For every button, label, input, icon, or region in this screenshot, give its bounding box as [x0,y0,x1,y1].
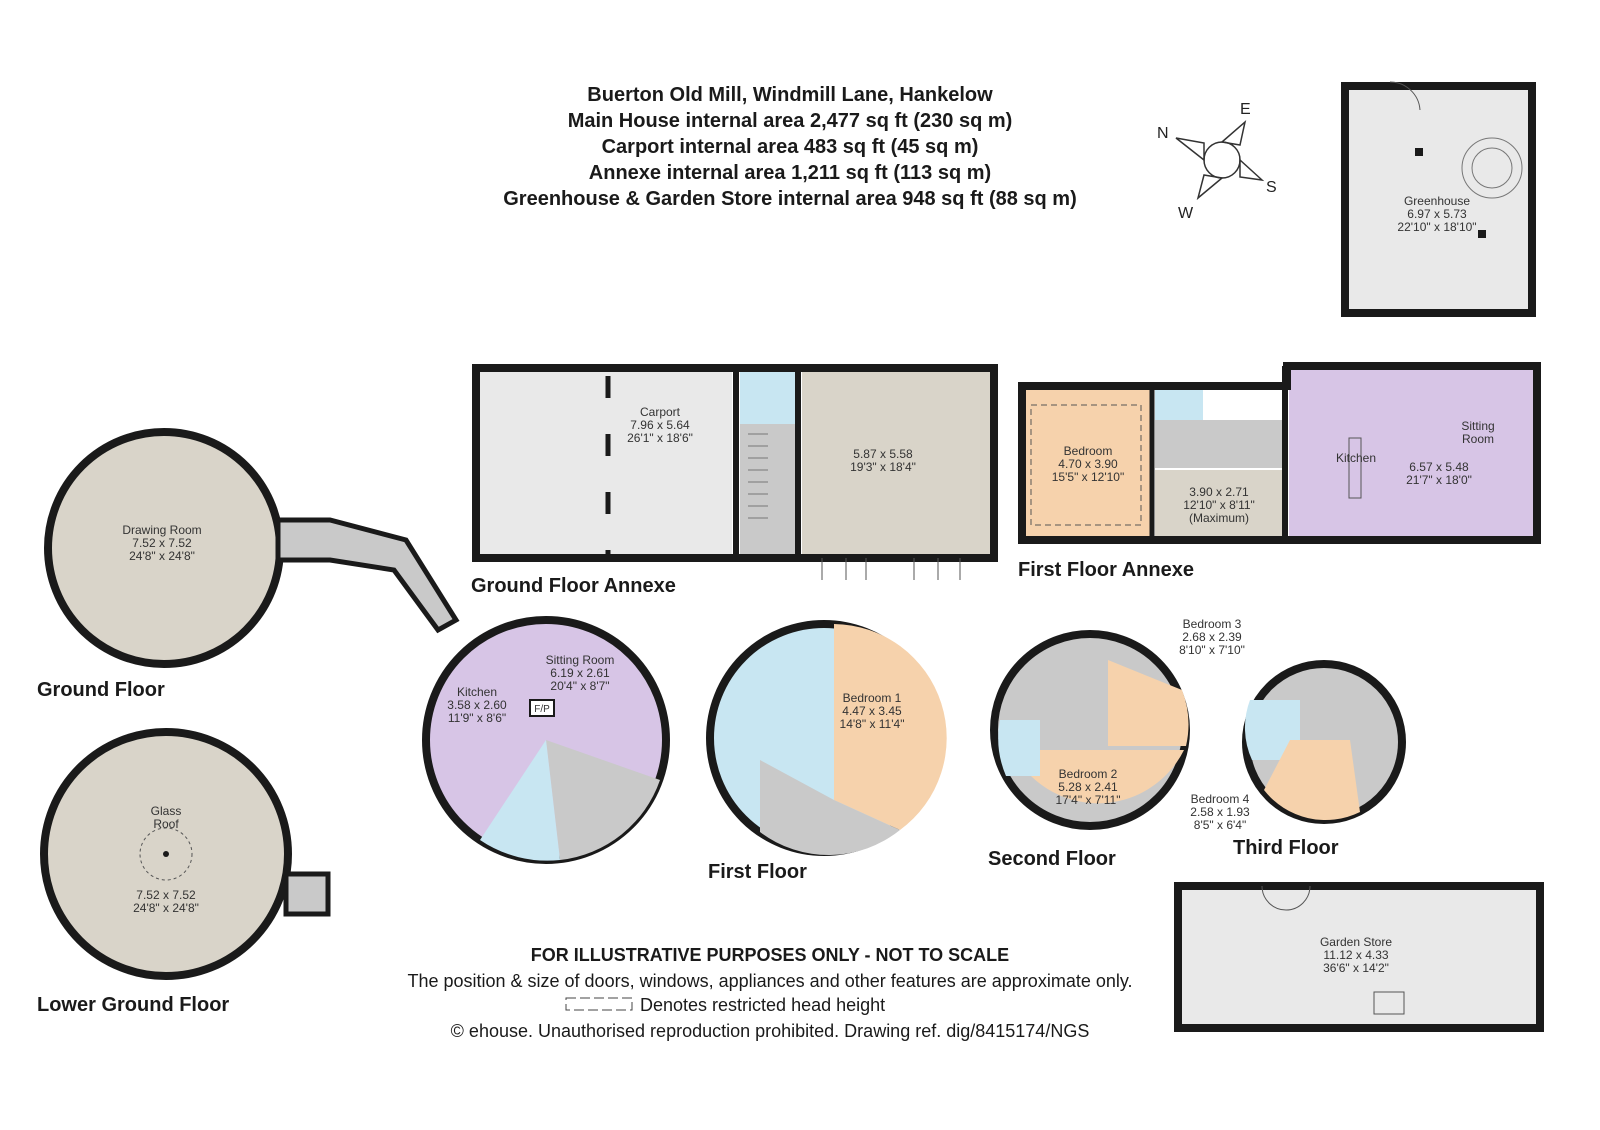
bedroom1-imperial: 14'8" x 11'4" [840,717,905,731]
ground-floor-label: Ground Floor [37,679,165,701]
kitchen-sitting-plan: F/P Sitting Room 6.19 x 2.61 20'4" x 8'7… [422,616,670,864]
compass-icon: N E S W [1157,101,1277,222]
annexe-area: Annexe internal area 1,211 sq ft (113 sq… [588,162,992,184]
bedroom3-metric: 2.68 x 2.39 [1182,630,1242,644]
bedroom2-metric: 5.28 x 2.41 [1058,780,1118,794]
restricted-height-legend: Denotes restricted head height [640,995,886,1015]
sitting-room-imperial: 20'4" x 8'7" [550,679,609,693]
greenhouse-imperial: 22'10" x 18'10" [1397,220,1476,234]
first-floor-annexe-label: First Floor Annexe [1018,559,1194,581]
drawing-room-name: Drawing Room [122,523,201,537]
garden-store-name: Garden Store [1320,935,1392,949]
carport-name: Carport [640,405,681,419]
bedroom4-name: Bedroom 4 [1191,792,1250,806]
annexe-ground-room-metric: 5.87 x 5.58 [853,447,913,461]
drawing-room-metric: 7.52 x 7.52 [132,536,192,550]
annexe-kitchen-name: Kitchen [1336,451,1376,465]
bedroom2-imperial: 17'4" x 7'11" [1056,793,1121,807]
garden-store-metric: 11.12 x 4.33 [1323,948,1388,962]
annexe-sitting-name-1: Sitting [1461,419,1494,433]
annexe-ground-room-imperial: 19'3" x 18'4" [850,460,916,474]
garden-store-plan: Garden Store 11.12 x 4.33 36'6" x 14'2" [1174,882,1544,1032]
annexe-middle-imperial: 12'10" x 8'11" [1183,498,1255,512]
annexe-sitting-metric: 6.57 x 5.48 [1409,460,1469,474]
disclaimer-text: The position & size of doors, windows, a… [407,971,1133,991]
copyright-text: © ehouse. Unauthorised reproduction proh… [450,1021,1090,1041]
restricted-height-symbol [565,997,633,1011]
third-floor-plan: Bedroom 4 2.58 x 1.93 8'5" x 6'4" [1190,660,1406,832]
compass-s: S [1266,179,1277,196]
bedroom4-metric: 2.58 x 1.93 [1190,805,1250,819]
glass-roof-name-2: Roof [153,817,179,831]
greenhouse-area: Greenhouse & Garden Store internal area … [503,188,1077,210]
first-floor-plan: Bedroom 1 4.47 x 3.45 14'8" x 11'4" [706,620,947,856]
drawing-room-imperial: 24'8" x 24'8" [129,549,195,563]
fireplace-label: F/P [534,704,550,715]
glass-roof-name-1: Glass [151,804,182,818]
bedroom4-imperial: 8'5" x 6'4" [1194,818,1246,832]
bedroom2-name: Bedroom 2 [1059,767,1118,781]
first-floor-label: First Floor [708,861,807,883]
first-floor-annexe-plan: Bedroom 4.70 x 3.90 15'5" x 12'10" 3.90 … [1018,362,1541,544]
annexe-sitting-name-2: Room [1462,432,1494,446]
carport-area: Carport internal area 483 sq ft (45 sq m… [601,136,979,158]
glass-roof-metric: 7.52 x 7.52 [136,888,196,902]
glass-roof-imperial: 24'8" x 24'8" [133,901,199,915]
compass-e: E [1240,101,1251,118]
bedroom3-imperial: 8'10" x 7'10" [1179,643,1245,657]
annexe-bedroom-metric: 4.70 x 3.90 [1058,457,1118,471]
greenhouse-plan: Greenhouse 6.97 x 5.73 22'10" x 18'10" [1341,81,1536,317]
ground-floor-annexe-plan: Carport 7.96 x 5.64 26'1" x 18'6" 5.87 x… [472,364,998,580]
annexe-sitting-imperial: 21'7" x 18'0" [1406,473,1472,487]
third-floor-label: Third Floor [1233,837,1339,859]
carport-imperial: 26'1" x 18'6" [627,431,693,445]
compass-w: W [1178,205,1194,222]
compass-n: N [1157,125,1169,142]
kitchen-imperial: 11'9" x 8'6" [448,711,506,725]
ground-floor-plan: Drawing Room 7.52 x 7.52 24'8" x 24'8" [44,428,460,668]
kitchen-name: Kitchen [457,685,497,699]
lower-ground-floor-plan: Glass Roof 7.52 x 7.52 24'8" x 24'8" [40,728,331,980]
bedroom1-name: Bedroom 1 [843,691,902,705]
second-floor-plan: Bedroom 2 5.28 x 2.41 17'4" x 7'11" Bedr… [990,617,1245,830]
ground-floor-annexe-label: Ground Floor Annexe [471,575,676,597]
disclaimer-title: FOR ILLUSTRATIVE PURPOSES ONLY - NOT TO … [530,945,1010,965]
annexe-middle-metric: 3.90 x 2.71 [1189,485,1249,499]
bedroom3-name: Bedroom 3 [1183,617,1242,631]
garden-store-imperial: 36'6" x 14'2" [1323,961,1389,975]
bedroom1-metric: 4.47 x 3.45 [842,704,902,718]
greenhouse-metric: 6.97 x 5.73 [1407,207,1467,221]
lower-ground-floor-label: Lower Ground Floor [37,994,230,1016]
annexe-bedroom-name: Bedroom [1064,444,1113,458]
second-floor-label: Second Floor [988,848,1116,870]
main-house-area: Main House internal area 2,477 sq ft (23… [567,110,1013,132]
sitting-room-name: Sitting Room [546,653,615,667]
sitting-room-metric: 6.19 x 2.61 [550,666,610,680]
kitchen-metric: 3.58 x 2.60 [447,698,507,712]
greenhouse-name: Greenhouse [1404,194,1470,208]
property-address: Buerton Old Mill, Windmill Lane, Hankelo… [587,84,993,106]
carport-metric: 7.96 x 5.64 [630,418,690,432]
annexe-middle-note: (Maximum) [1189,511,1249,525]
annexe-bedroom-imperial: 15'5" x 12'10" [1052,470,1125,484]
